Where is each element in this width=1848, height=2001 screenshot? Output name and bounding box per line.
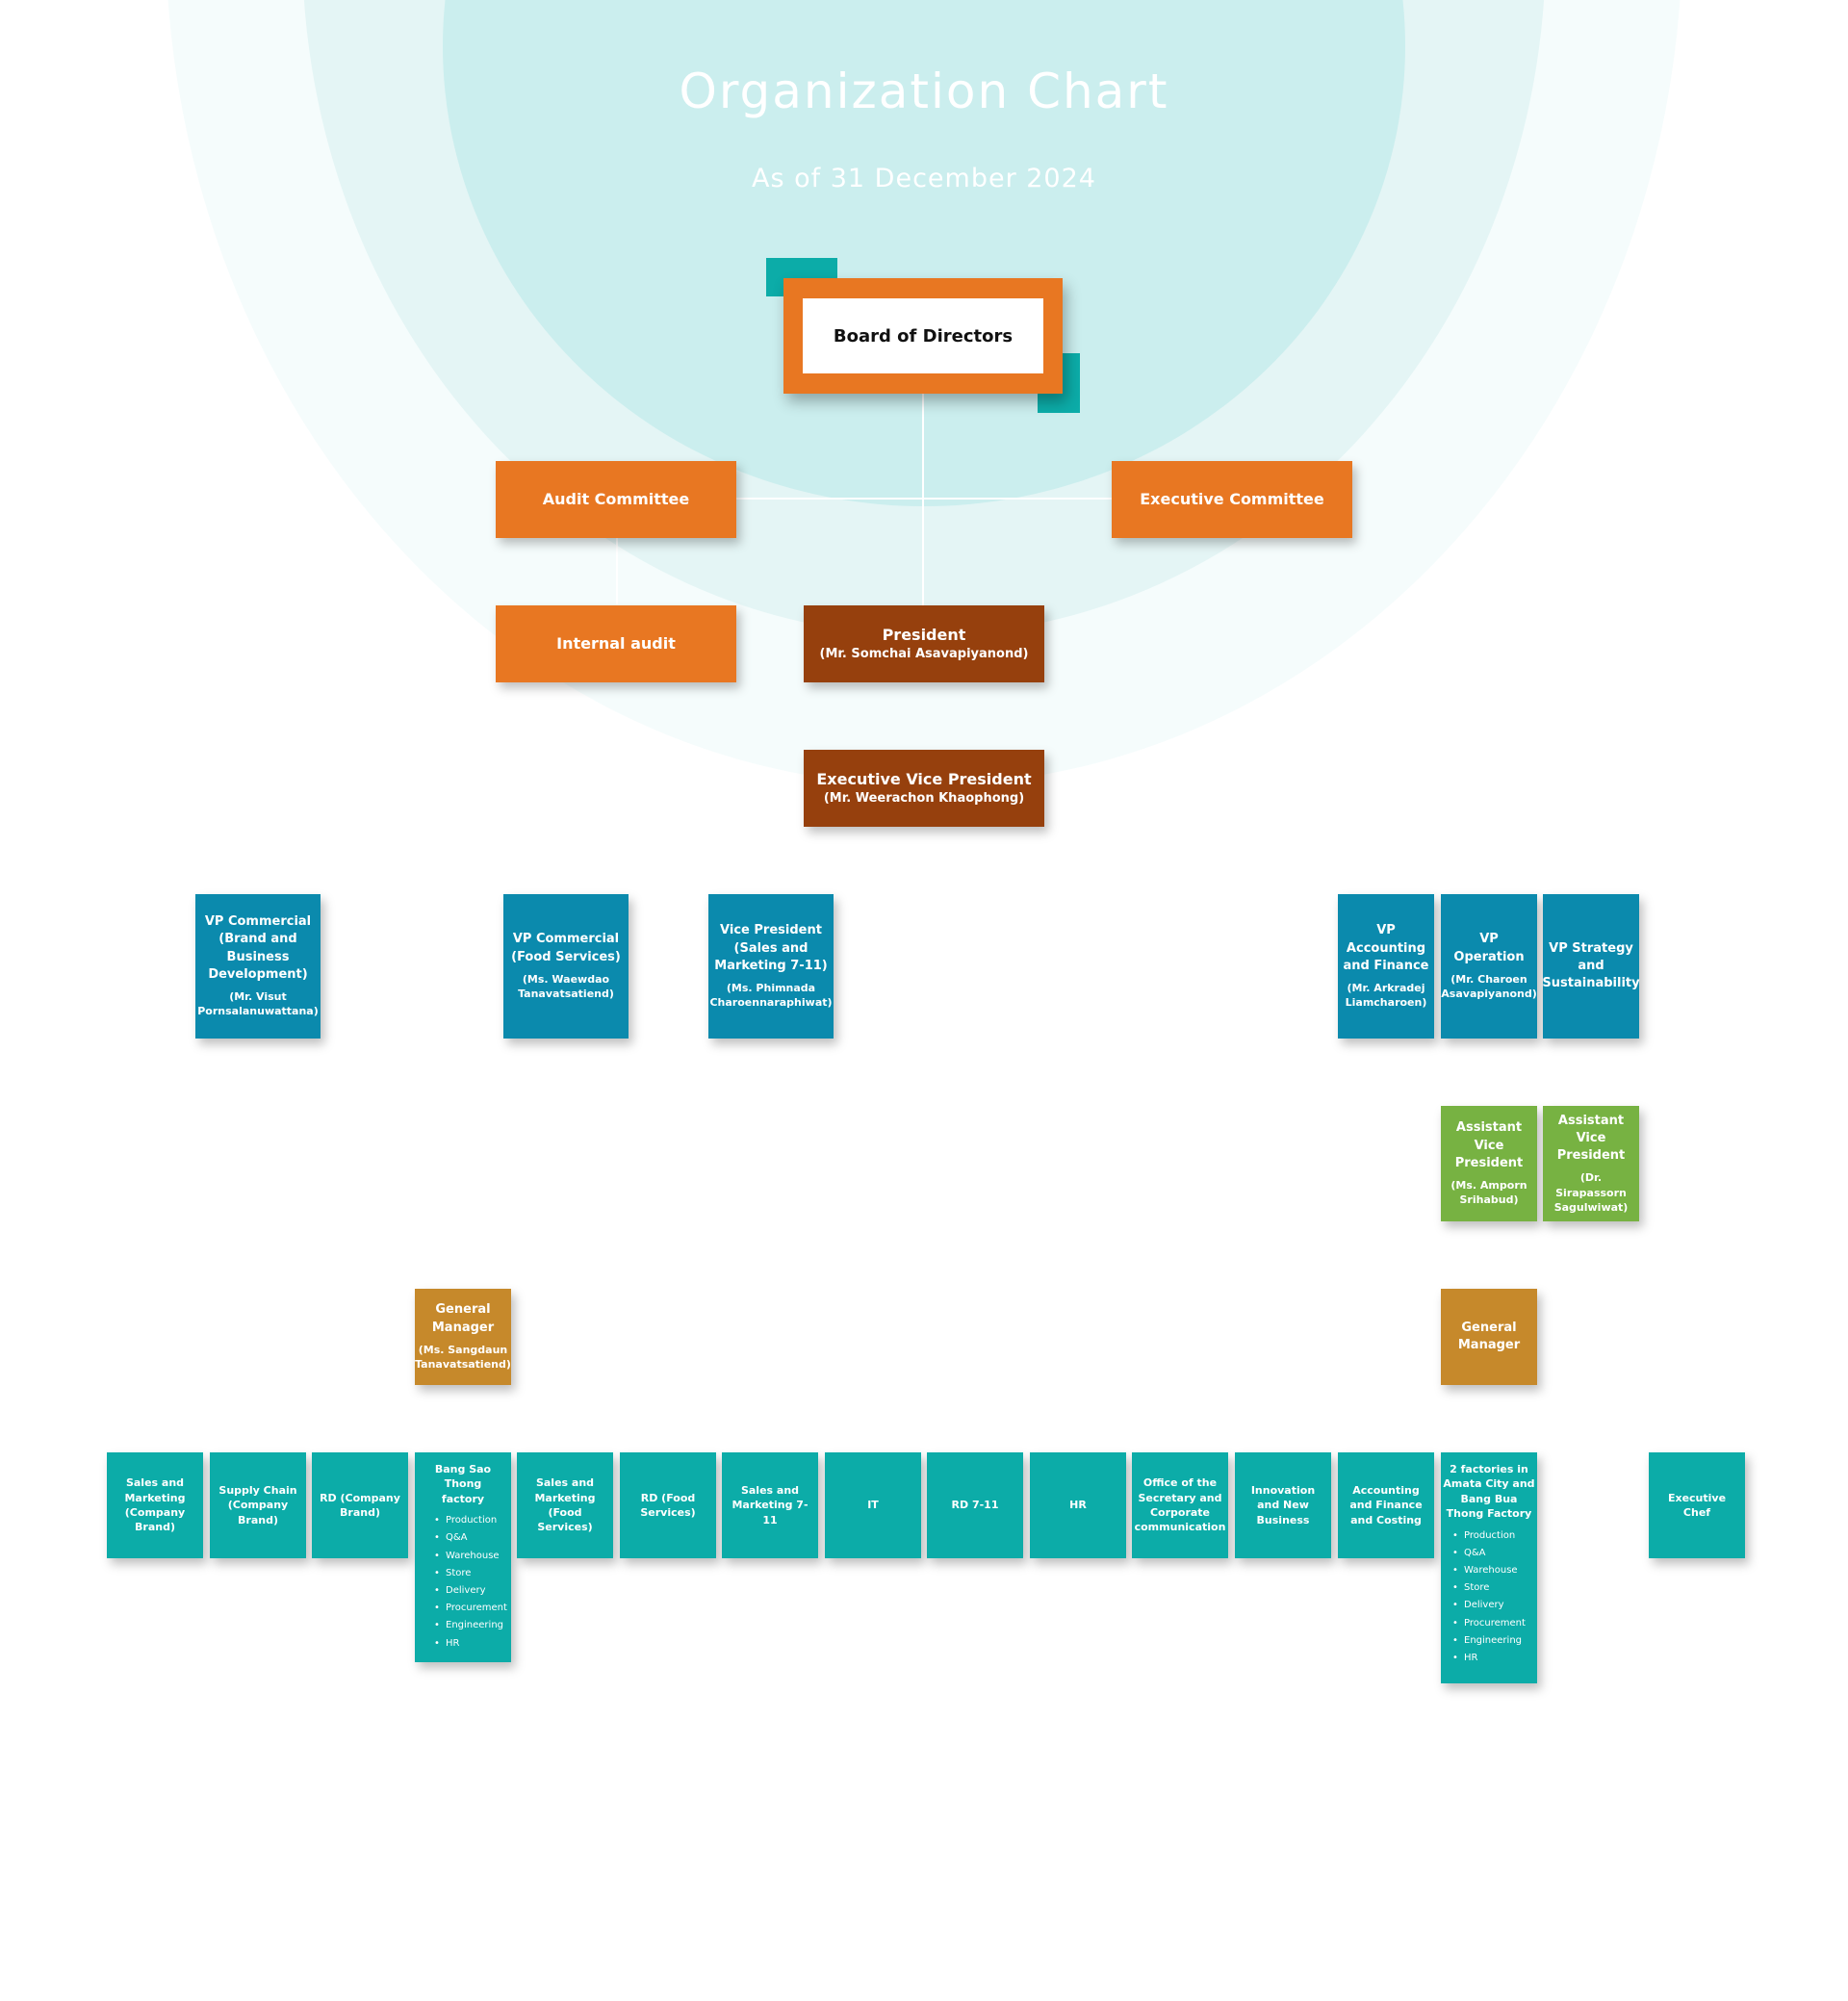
executive-committee: Executive Committee — [1112, 461, 1352, 538]
dept-amata-factories: 2 factories in Amata City and Bang Bua T… — [1441, 1452, 1537, 1683]
dept-it: IT — [825, 1452, 921, 1558]
list-item: Production — [1452, 1527, 1539, 1545]
dept-sales-food-services: Sales and Marketing (Food Services) — [517, 1452, 613, 1558]
list-item: Warehouse — [1452, 1562, 1539, 1579]
list-item: Q&A — [434, 1529, 521, 1547]
dept-sales-711: Sales and Marketing 7-11 — [722, 1452, 818, 1558]
dept-innovation-new-business: Innovation and New Business — [1235, 1452, 1331, 1558]
vp-sales-711: Vice President (Sales and Marketing 7-11… — [708, 894, 834, 1039]
list-item: Production — [434, 1512, 521, 1529]
list-item: Delivery — [1452, 1597, 1539, 1614]
list-item: Store — [434, 1565, 521, 1582]
dept-supply-chain: Supply Chain (Company Brand) — [210, 1452, 306, 1558]
dept-executive-chef: Executive Chef — [1649, 1452, 1745, 1558]
dept-hr: HR — [1030, 1452, 1126, 1558]
list-item: HR — [1452, 1650, 1539, 1667]
dept-rd-food-services: RD (Food Services) — [620, 1452, 716, 1558]
president-name: (Mr. Somchai Asavapiyanond) — [819, 647, 1029, 662]
dept-rd-company-brand: RD (Company Brand) — [312, 1452, 408, 1558]
dept-accounting-costing: Accounting and Finance and Costing — [1338, 1452, 1434, 1558]
board-of-directors: Board of Directors — [803, 298, 1043, 373]
list-item: Procurement — [434, 1600, 521, 1617]
president-box: President (Mr. Somchai Asavapiyanond) — [804, 605, 1044, 682]
vp-accounting-finance: VP Accounting and Finance (Mr. Arkradej … — [1338, 894, 1434, 1039]
list-item: Engineering — [434, 1617, 521, 1634]
evp-name: (Mr. Weerachon Khaophong) — [823, 791, 1025, 807]
general-manager-operation: General Manager — [1441, 1289, 1537, 1385]
evp-box: Executive Vice President (Mr. Weerachon … — [804, 750, 1044, 827]
dept-rd-711: RD 7-11 — [927, 1452, 1023, 1558]
list-item: Warehouse — [434, 1548, 521, 1565]
avp-sirapassorn: Assistant Vice President (Dr. Sirapassor… — [1543, 1106, 1639, 1221]
list-item: Q&A — [1452, 1545, 1539, 1562]
president-title: President — [882, 625, 966, 644]
connector-line — [616, 537, 618, 604]
dept-bang-sao-thong-factory: Bang Sao Thong factory Production Q&A Wa… — [415, 1452, 511, 1662]
audit-committee: Audit Committee — [496, 461, 736, 538]
internal-audit: Internal audit — [496, 605, 736, 682]
list-item: Engineering — [1452, 1632, 1539, 1650]
vp-commercial-food: VP Commercial (Food Services) (Ms. Waewd… — [503, 894, 629, 1039]
vp-strategy-sustainability: VP Strategy and Sustainability — [1542, 894, 1640, 1039]
connector-line — [922, 394, 924, 605]
page-title: Organization Chart — [679, 64, 1169, 119]
dept-office-secretary: Office of the Secretary and Corporate co… — [1132, 1452, 1228, 1558]
general-manager-sangdaun: General Manager (Ms. Sangdaun Tanavatsat… — [415, 1289, 511, 1385]
page-subtitle: As of 31 December 2024 — [752, 164, 1096, 193]
vp-operation: VP Operation (Mr. Charoen Asavapiyanond) — [1441, 894, 1537, 1039]
list-item: HR — [434, 1635, 521, 1653]
factory-functions-list: Production Q&A Warehouse Store Delivery … — [1443, 1527, 1539, 1668]
dept-sales-company-brand: Sales and Marketing (Company Brand) — [107, 1452, 203, 1558]
avp-amporn: Assistant Vice President (Ms. Amporn Sri… — [1441, 1106, 1537, 1221]
vp-commercial-brand: VP Commercial (Brand and Business Develo… — [195, 894, 321, 1039]
list-item: Delivery — [434, 1582, 521, 1600]
factory-functions-list: Production Q&A Warehouse Store Delivery … — [424, 1512, 521, 1653]
list-item: Procurement — [1452, 1615, 1539, 1632]
connector-line — [734, 498, 1114, 500]
evp-title: Executive Vice President — [816, 769, 1032, 788]
list-item: Store — [1452, 1579, 1539, 1597]
